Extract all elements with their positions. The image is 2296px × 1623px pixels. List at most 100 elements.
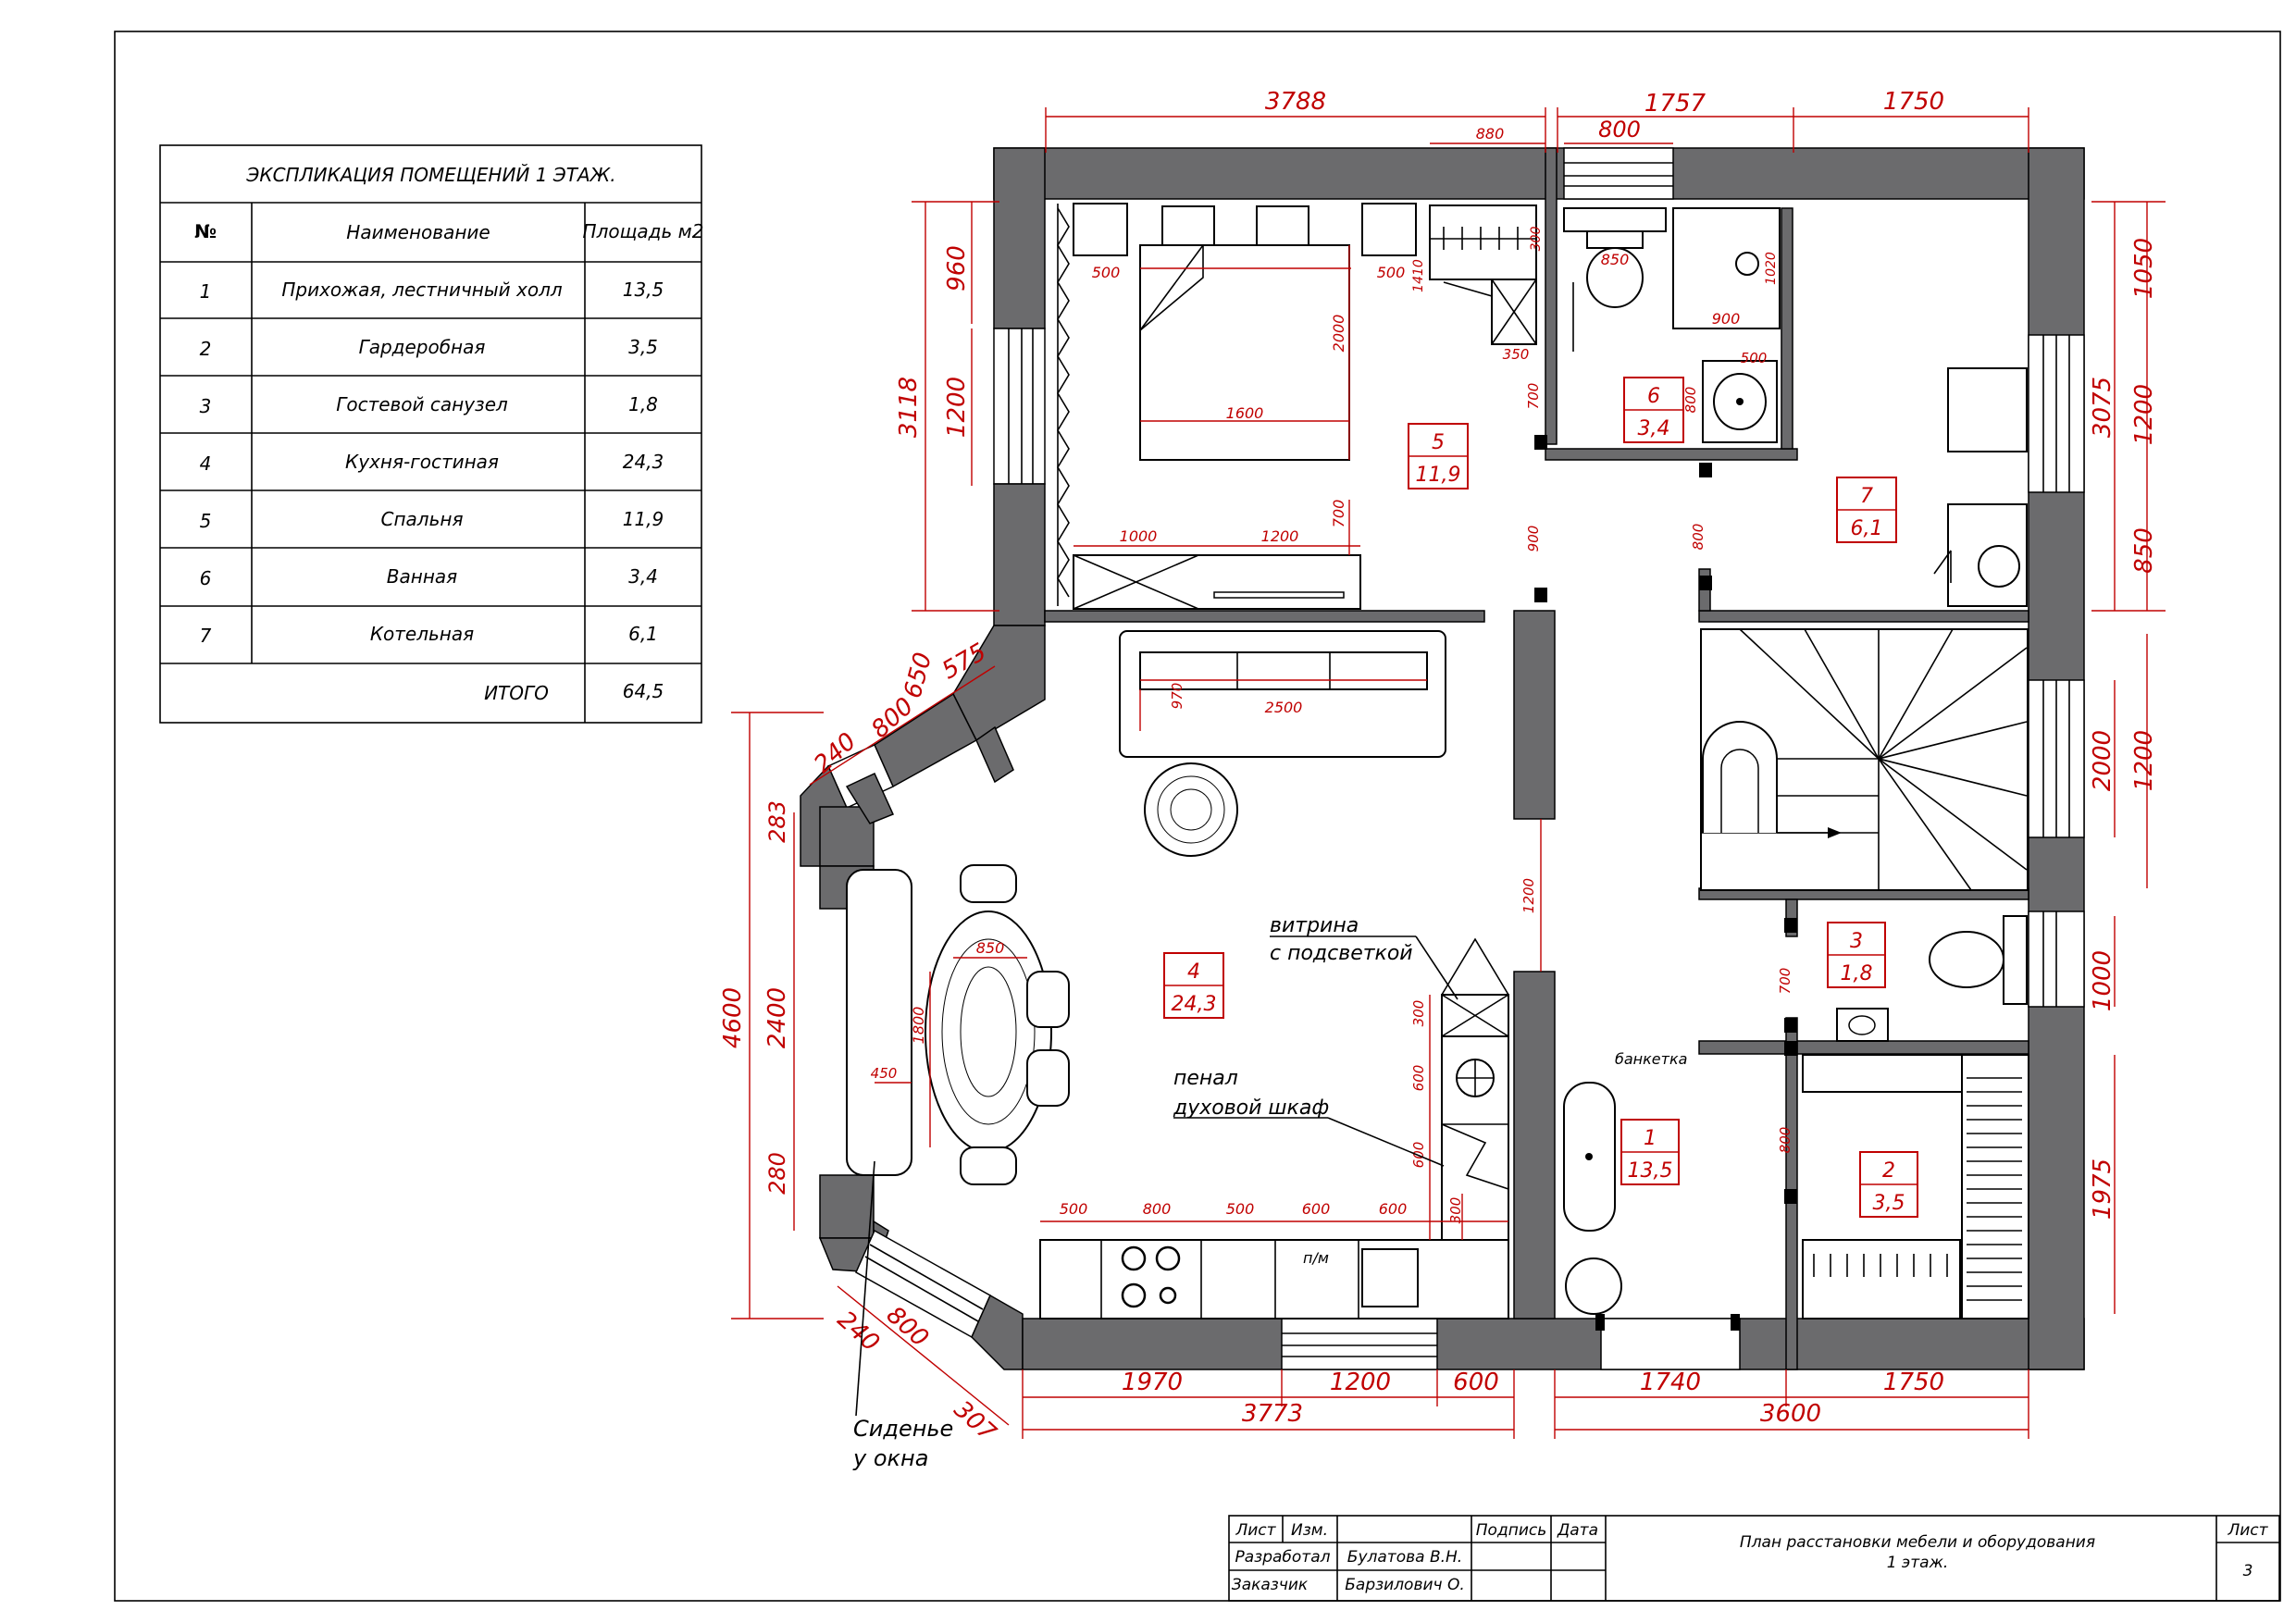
- svg-text:1: 1: [1644, 1127, 1657, 1150]
- svg-text:800: 800: [1690, 524, 1706, 551]
- svg-text:700: 700: [1330, 500, 1347, 528]
- svg-text:витрина: витрина: [1270, 914, 1359, 937]
- svg-text:300: 300: [1529, 227, 1544, 252]
- svg-text:Изм.: Изм.: [1291, 1521, 1328, 1540]
- svg-text:п/м: п/м: [1303, 1249, 1329, 1267]
- svg-text:500: 500: [1060, 1200, 1088, 1218]
- svg-text:850: 850: [976, 939, 1005, 957]
- svg-text:1,8: 1,8: [1841, 962, 1873, 985]
- table-row: 2 Гардеробная 3,5: [200, 336, 658, 360]
- table-row: 7 Котельная 6,1: [200, 623, 658, 647]
- svg-text:3: 3: [2243, 1562, 2253, 1580]
- svg-text:3,4: 3,4: [1638, 417, 1670, 440]
- dimension-lines: [731, 107, 2166, 1439]
- svg-text:Дата: Дата: [1557, 1521, 1598, 1540]
- svg-text:3,4: 3,4: [628, 565, 658, 588]
- svg-text:Лист: Лист: [2227, 1521, 2268, 1540]
- table-row: 1 Прихожая, лестничный холл 13,5: [200, 279, 664, 303]
- svg-text:3: 3: [1850, 930, 1863, 953]
- svg-text:500: 500: [1377, 264, 1406, 281]
- svg-text:800: 800: [1682, 387, 1699, 414]
- svg-text:1750: 1750: [1883, 88, 1944, 116]
- svg-text:Заказчик: Заказчик: [1232, 1576, 1309, 1594]
- svg-text:800: 800: [1598, 117, 1641, 142]
- svg-text:5: 5: [1432, 431, 1445, 454]
- explication-total-label: ИТОГО: [484, 682, 549, 704]
- svg-text:3118: 3118: [895, 377, 923, 438]
- svg-text:450: 450: [871, 1065, 898, 1082]
- svg-text:1200: 1200: [1520, 878, 1537, 913]
- svg-text:600: 600: [1302, 1200, 1331, 1218]
- explication-header-num: №: [194, 220, 217, 242]
- explication-total-value: 64,5: [623, 680, 664, 702]
- svg-text:1757: 1757: [1644, 90, 1706, 118]
- svg-text:Прихожая, лестничный холл: Прихожая, лестничный холл: [281, 279, 563, 301]
- room-tag-3: 3 1,8: [1827, 922, 1886, 988]
- svg-text:500: 500: [1092, 264, 1121, 281]
- explication-table: ЭКСПЛИКАЦИЯ ПОМЕЩЕНИЙ 1 ЭТАЖ. № Наименов…: [159, 144, 704, 724]
- svg-text:Сиденье: Сиденье: [853, 1416, 953, 1442]
- svg-text:300: 300: [1410, 1000, 1427, 1027]
- svg-text:1000: 1000: [1120, 527, 1158, 545]
- svg-text:500: 500: [1226, 1200, 1255, 1218]
- table-row: 3 Гостевой санузел 1,8: [200, 393, 658, 417]
- svg-text:3,5: 3,5: [628, 336, 658, 358]
- table-row: 5 Спальня 11,9: [200, 508, 664, 532]
- svg-text:6,1: 6,1: [628, 623, 658, 645]
- svg-text:духовой шкаф: духовой шкаф: [1173, 1096, 1329, 1120]
- svg-text:3788: 3788: [1265, 88, 1326, 116]
- svg-text:2: 2: [200, 338, 212, 360]
- svg-text:7: 7: [1860, 485, 1873, 508]
- svg-text:850: 850: [2130, 527, 2158, 574]
- explication-header-area: Площадь м2: [583, 220, 704, 242]
- svg-text:1050: 1050: [2130, 238, 2158, 299]
- svg-text:1 этаж.: 1 этаж.: [1887, 1554, 1949, 1572]
- svg-text:1000: 1000: [2089, 950, 2116, 1011]
- explication-title: ЭКСПЛИКАЦИЯ ПОМЕЩЕНИЙ 1 ЭТАЖ.: [245, 164, 615, 186]
- svg-text:13,5: 13,5: [623, 279, 664, 301]
- furniture: [846, 203, 2029, 1319]
- svg-text:1200: 1200: [1261, 527, 1299, 545]
- svg-text:Барзилович О.: Барзилович О.: [1345, 1576, 1465, 1594]
- svg-text:1200: 1200: [2130, 384, 2158, 445]
- svg-text:600: 600: [1379, 1200, 1408, 1218]
- svg-text:350: 350: [1503, 346, 1530, 363]
- svg-text:Подпись: Подпись: [1476, 1521, 1546, 1540]
- svg-text:1,8: 1,8: [628, 393, 658, 415]
- title-block: Лист Изм. Подпись Дата Разработал Булато…: [1228, 1515, 2280, 1602]
- room-tag-5: 5 11,9: [1408, 423, 1469, 489]
- svg-text:Спальня: Спальня: [381, 508, 464, 530]
- svg-text:пенал: пенал: [1173, 1067, 1238, 1090]
- svg-text:5: 5: [200, 510, 212, 532]
- svg-text:1975: 1975: [2089, 1158, 2116, 1220]
- svg-text:1600: 1600: [1226, 404, 1264, 422]
- svg-text:1410: 1410: [1411, 259, 1426, 292]
- sheet-frame: [114, 31, 2281, 1602]
- svg-text:11,9: 11,9: [1416, 464, 1461, 487]
- svg-text:Гостевой санузел: Гостевой санузел: [336, 393, 508, 415]
- room-tag-6: 6 3,4: [1623, 377, 1684, 443]
- svg-text:Гардеробная: Гардеробная: [359, 336, 486, 358]
- svg-text:3773: 3773: [1242, 1400, 1303, 1428]
- svg-text:Булатова В.Н.: Булатова В.Н.: [1347, 1548, 1462, 1567]
- svg-text:3,5: 3,5: [1873, 1192, 1905, 1215]
- svg-text:300: 300: [1447, 1197, 1464, 1224]
- svg-text:6: 6: [200, 567, 212, 589]
- room-tag-1: 1 13,5: [1620, 1119, 1680, 1185]
- svg-text:500: 500: [1741, 350, 1768, 366]
- svg-text:600: 600: [1453, 1369, 1499, 1396]
- svg-text:4: 4: [200, 452, 212, 475]
- svg-text:Котельная: Котельная: [370, 623, 474, 645]
- svg-text:1800: 1800: [910, 1007, 927, 1045]
- svg-text:1970: 1970: [1122, 1369, 1183, 1396]
- svg-text:Ванная: Ванная: [387, 565, 457, 588]
- svg-text:с подсветкой: с подсветкой: [1270, 942, 1413, 965]
- svg-text:280: 280: [764, 1152, 790, 1195]
- svg-text:банкетка: банкетка: [1615, 1050, 1687, 1068]
- svg-text:800: 800: [1777, 1127, 1793, 1154]
- svg-text:1740: 1740: [1640, 1369, 1701, 1396]
- svg-text:850: 850: [1601, 251, 1630, 268]
- room-tag-2: 2 3,5: [1859, 1151, 1918, 1218]
- svg-text:800: 800: [1143, 1200, 1172, 1218]
